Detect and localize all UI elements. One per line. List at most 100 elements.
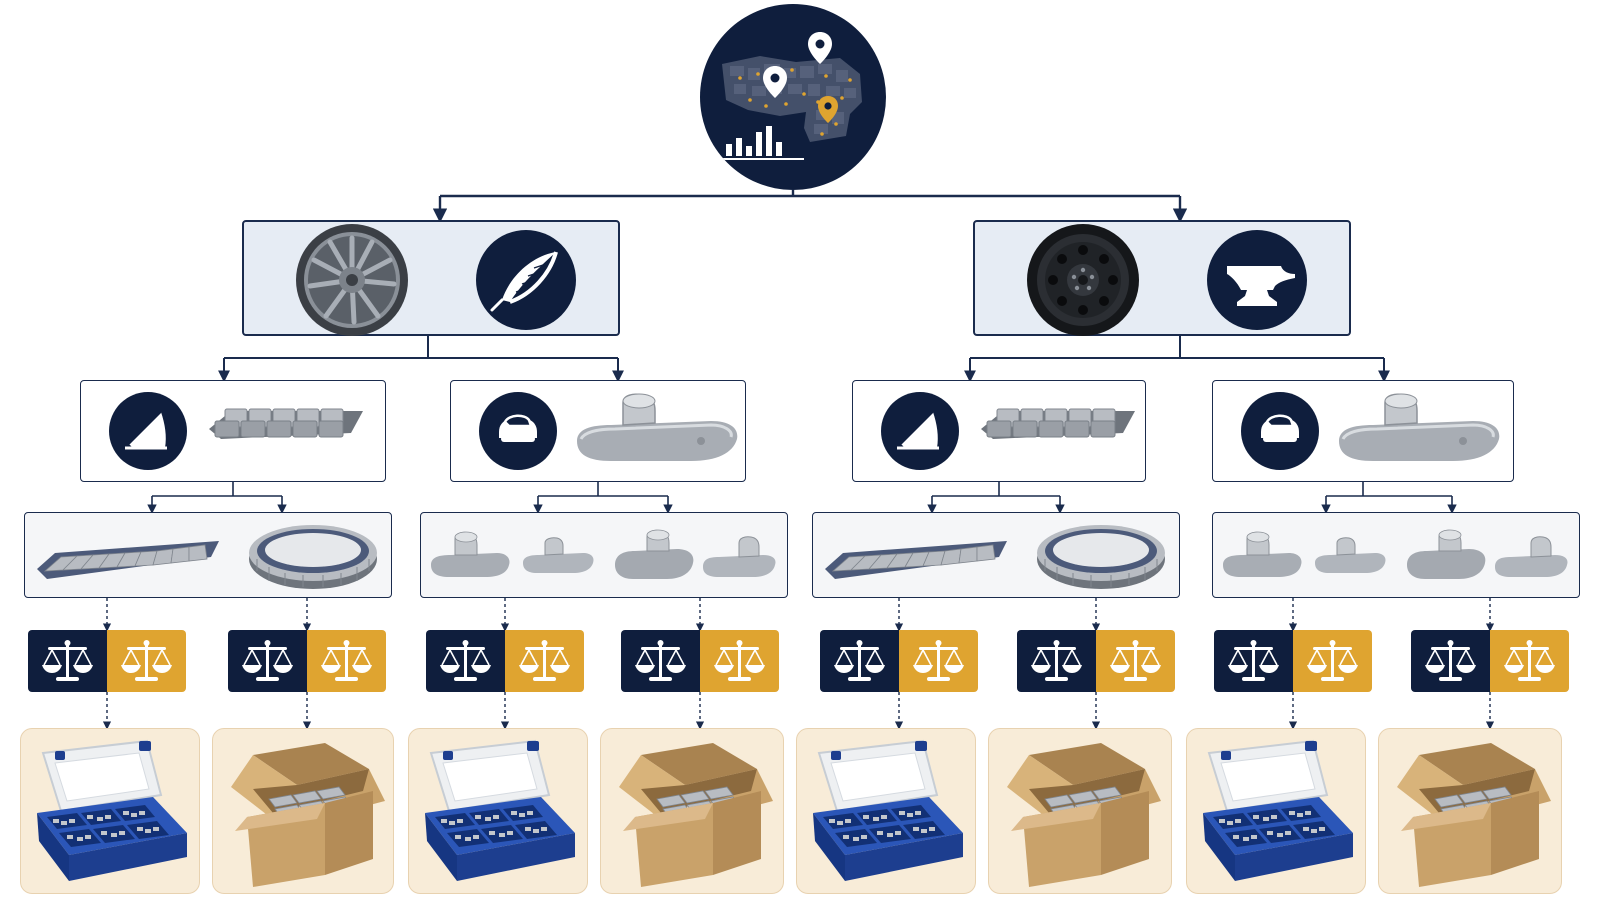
clip-on-method-badge bbox=[1241, 392, 1319, 470]
packaging-panel bbox=[212, 728, 394, 894]
balance-scale-icon bbox=[42, 640, 93, 681]
balance-scale-icon bbox=[242, 640, 293, 681]
decision-left-half bbox=[228, 630, 307, 692]
decision-right-half bbox=[700, 630, 779, 692]
steel-wheel-panel bbox=[973, 220, 1351, 336]
decision-left-half bbox=[621, 630, 700, 692]
decision-right-half bbox=[107, 630, 186, 692]
clip-on-weight-icon bbox=[1261, 414, 1299, 442]
adhesive-roll-icon bbox=[249, 525, 377, 589]
packaging-panel bbox=[600, 728, 784, 894]
decision-left-half bbox=[1214, 630, 1293, 692]
bar-chart-icon bbox=[722, 126, 804, 160]
clip-on-weight-icon bbox=[1495, 536, 1568, 577]
organizer-box-icon bbox=[425, 739, 575, 881]
map-icon bbox=[722, 32, 862, 160]
anvil-icon bbox=[1227, 266, 1295, 306]
cardboard-box-icon bbox=[619, 743, 773, 887]
balance-scale-icon bbox=[834, 640, 885, 681]
variant-panel-steel-clip-on bbox=[1212, 512, 1580, 598]
balance-decision-block bbox=[426, 630, 584, 692]
organizer-box-icon bbox=[813, 739, 963, 881]
method-panel-steel-clip-on bbox=[1212, 380, 1514, 482]
balance-decision-block bbox=[1411, 630, 1569, 692]
balance-scale-icon bbox=[519, 640, 570, 681]
balance-scale-icon bbox=[635, 640, 686, 681]
balance-decision-block bbox=[621, 630, 779, 692]
organizer-box-icon bbox=[1203, 739, 1353, 881]
balance-decision-block bbox=[820, 630, 978, 692]
decision-left-half bbox=[820, 630, 899, 692]
adhesive-method-badge bbox=[109, 392, 187, 470]
packaging-panel bbox=[20, 728, 200, 894]
decision-right-half bbox=[505, 630, 584, 692]
variant-panel-steel-adhesive bbox=[812, 512, 1180, 598]
root-node bbox=[700, 4, 886, 190]
cardboard-box-icon bbox=[231, 743, 385, 887]
balance-scale-icon bbox=[1425, 640, 1476, 681]
packaging-panel bbox=[408, 728, 588, 894]
adhesive-strip-icon bbox=[37, 541, 219, 579]
clip-on-weight-icon bbox=[1407, 529, 1486, 579]
clip-on-weight-icon bbox=[1315, 537, 1386, 573]
adhesive-method-badge bbox=[881, 392, 959, 470]
decision-left-half bbox=[28, 630, 107, 692]
decision-left-half bbox=[1017, 630, 1096, 692]
cardboard-box-icon bbox=[1007, 743, 1161, 887]
organizer-box-icon bbox=[37, 739, 187, 881]
balance-decision-block bbox=[1214, 630, 1372, 692]
clip-on-weight-icon bbox=[577, 393, 738, 461]
lightweight-badge bbox=[476, 230, 576, 330]
clip-on-weight-icon bbox=[615, 529, 694, 579]
adhesive-roll-icon bbox=[1037, 525, 1165, 589]
adhesive-strip-icon bbox=[825, 541, 1007, 579]
packaging-panel bbox=[1186, 728, 1366, 894]
balance-scale-icon bbox=[1504, 640, 1555, 681]
balance-scale-icon bbox=[913, 640, 964, 681]
clip-on-weight-icon bbox=[703, 536, 776, 577]
balance-decision-block bbox=[28, 630, 186, 692]
decision-left-half bbox=[426, 630, 505, 692]
balance-scale-icon bbox=[321, 640, 372, 681]
method-panel-alloy-clip-on bbox=[450, 380, 746, 482]
location-pin-icon bbox=[763, 32, 838, 123]
adhesive-weight-icon bbox=[125, 411, 167, 450]
clip-on-weight-icon bbox=[499, 414, 537, 442]
balance-scale-icon bbox=[1228, 640, 1279, 681]
adhesive-strip-icon bbox=[209, 408, 363, 439]
feather-icon bbox=[490, 251, 558, 312]
balance-scale-icon bbox=[440, 640, 491, 681]
cardboard-box-icon bbox=[1397, 743, 1551, 887]
steel-wheel-icon bbox=[1027, 224, 1139, 336]
adhesive-weight-icon bbox=[897, 411, 939, 450]
packaging-panel bbox=[1378, 728, 1562, 894]
decision-left-half bbox=[1411, 630, 1490, 692]
balance-scale-icon bbox=[1110, 640, 1161, 681]
decision-right-half bbox=[1293, 630, 1372, 692]
alloy-wheel-panel bbox=[242, 220, 620, 336]
clip-on-weight-icon bbox=[1223, 531, 1302, 577]
heavy-duty-badge bbox=[1207, 230, 1307, 330]
method-panel-steel-adhesive bbox=[852, 380, 1146, 482]
method-panel-alloy-adhesive bbox=[80, 380, 386, 482]
clip-on-method-badge bbox=[479, 392, 557, 470]
alloy-wheel-icon bbox=[296, 224, 408, 336]
balance-scale-icon bbox=[121, 640, 172, 681]
decision-right-half bbox=[1096, 630, 1175, 692]
packaging-panel bbox=[988, 728, 1172, 894]
decision-right-half bbox=[899, 630, 978, 692]
clip-on-weight-icon bbox=[1339, 393, 1500, 461]
balance-scale-icon bbox=[714, 640, 765, 681]
clip-on-weight-icon bbox=[523, 537, 594, 573]
decision-right-half bbox=[1490, 630, 1569, 692]
decision-right-half bbox=[307, 630, 386, 692]
variant-panel-alloy-adhesive bbox=[24, 512, 392, 598]
packaging-panel bbox=[796, 728, 976, 894]
clip-on-weight-icon bbox=[431, 531, 510, 577]
balance-scale-icon bbox=[1031, 640, 1082, 681]
adhesive-strip-icon bbox=[981, 408, 1135, 439]
balance-scale-icon bbox=[1307, 640, 1358, 681]
balance-decision-block bbox=[1017, 630, 1175, 692]
variant-panel-alloy-clip-on bbox=[420, 512, 788, 598]
